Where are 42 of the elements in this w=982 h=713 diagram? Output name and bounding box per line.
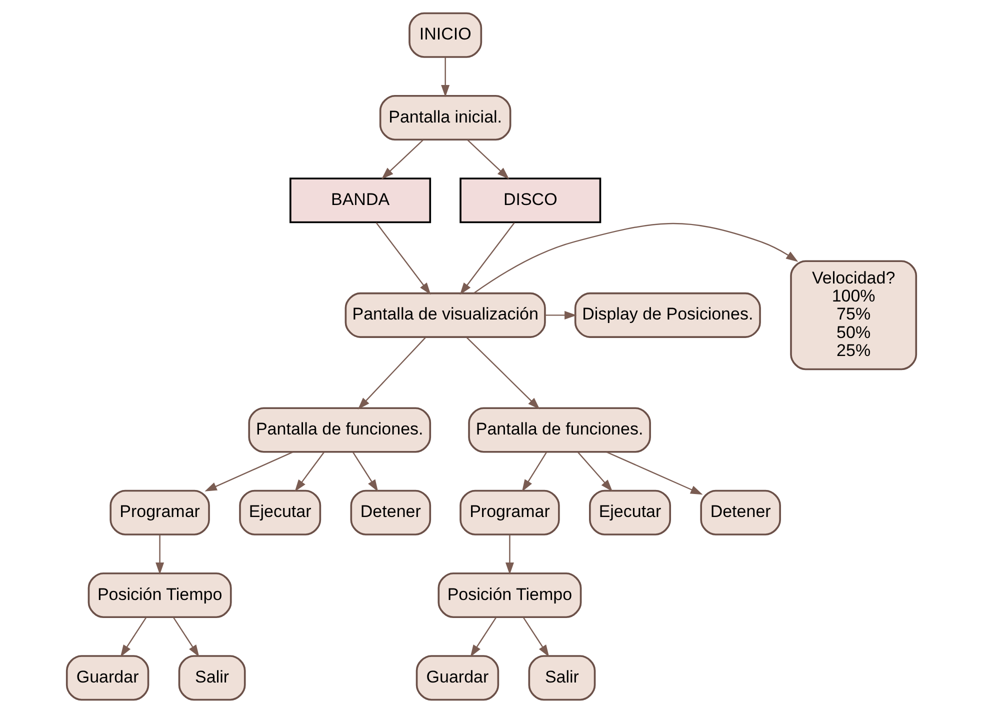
- arrow: [294, 452, 324, 492]
- node-box: Ejecutar: [238, 490, 321, 536]
- arrow: [606, 452, 702, 495]
- arrow: [440, 57, 450, 98]
- node-box: DISCO: [459, 178, 601, 224]
- arrow: [172, 617, 199, 657]
- node-box: Pantalla inicial.: [378, 94, 511, 141]
- node-box: Pantalla de funciones.: [468, 407, 650, 453]
- arrow: [472, 223, 798, 294]
- node-box: Programar: [109, 490, 210, 536]
- arrow: [504, 534, 514, 575]
- node-box: Guardar: [65, 655, 149, 701]
- arrow: [466, 140, 509, 180]
- node-box: INICIO: [408, 12, 482, 58]
- arrow: [466, 337, 540, 410]
- arrow: [155, 534, 164, 575]
- arrow: [357, 337, 426, 410]
- arrow: [120, 617, 146, 657]
- node-box: Salir: [528, 655, 596, 701]
- arrow: [544, 310, 576, 320]
- node-box: Detener: [700, 490, 780, 536]
- node-box: Pantalla de visualización: [344, 292, 546, 338]
- arrow: [352, 452, 378, 492]
- node-box: Posición Tiempo: [87, 572, 232, 618]
- node-box: Ejecutar: [588, 490, 671, 536]
- node-box: Display de Posiciones.: [574, 292, 760, 338]
- node-box: Velocidad? 100% 75% 50% 25%: [790, 260, 917, 370]
- arrow: [375, 222, 430, 295]
- arrow: [459, 222, 514, 295]
- node-box: Salir: [178, 655, 246, 701]
- arrow: [380, 140, 423, 180]
- arrow: [470, 617, 496, 657]
- node-box: Detener: [350, 490, 431, 536]
- arrow: [521, 452, 546, 492]
- node-box: Pantalla de funciones.: [248, 407, 431, 453]
- arrow: [577, 452, 612, 492]
- node-box: Programar: [459, 490, 560, 536]
- node-box: Posición Tiempo: [437, 572, 582, 618]
- node-box: Guardar: [415, 655, 499, 701]
- node-box: BANDA: [289, 178, 431, 224]
- arrow: [522, 617, 549, 657]
- arrow: [204, 452, 293, 492]
